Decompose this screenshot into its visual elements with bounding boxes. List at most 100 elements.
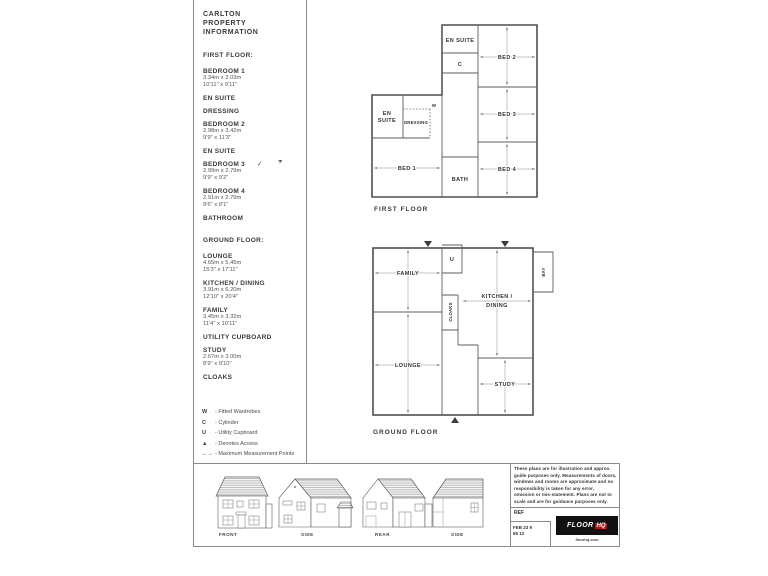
elevation-rear	[362, 478, 433, 528]
room-entry: FAMILY 3.45m x 3.32m 11'4" x 10'11"	[203, 307, 306, 328]
room-entry: BATHROOM	[203, 215, 306, 222]
elevation-captions: FRONT SIDE REAR SIDE	[219, 532, 463, 537]
room-name: BEDROOM 1	[203, 68, 246, 75]
room-entry: CLOAKS	[203, 374, 306, 381]
elevation-caption-rear: REAR	[375, 532, 390, 537]
room-label-bed1: BED 1	[398, 166, 416, 172]
section-heading-first-floor: FIRST FLOOR:	[203, 52, 254, 59]
first-floor-walls	[371, 24, 538, 198]
room-name: FAMILY	[203, 307, 229, 314]
room-label-family: FAMILY	[397, 271, 419, 277]
room-dim-imperial: 12'10" x 20'4"	[203, 294, 239, 300]
room-label-cylinder: C	[458, 62, 462, 68]
logo-subtext: floorhq.com	[575, 537, 599, 542]
disclaimer-line: These plans are for illustration and app…	[514, 466, 611, 471]
room-label-bed2: BED 2	[498, 55, 516, 61]
access-triangle-icon	[501, 241, 509, 247]
sheet-title-line: CARLTON	[203, 11, 241, 18]
room-entry: BEDROOM 1 3.34m x 3.03m 10'11" x 9'11"	[203, 68, 306, 89]
room-entry: BEDROOM 2 2.98m x 3.42m 9'9" x 11'3"	[203, 121, 306, 142]
legend-row: ←→- Maximum Measurement Points	[202, 449, 294, 460]
pen-mark-tick: ✓	[256, 160, 264, 169]
room-dim-metric: 3.34m x 3.03m	[203, 75, 242, 81]
room-name: UTILITY CUPBOARD	[203, 334, 272, 341]
ground-floor-measure-arrows	[375, 250, 531, 413]
legend-label: - Maximum Measurement Points	[215, 451, 295, 457]
room-name: STUDY	[203, 347, 227, 354]
legend-label: - Fitted Wardrobes	[215, 409, 261, 415]
elevation-caption-side: SIDE	[301, 532, 314, 537]
utility-cupboard-label: U	[450, 257, 454, 263]
room-dim-metric: 2.98m x 3.42m	[203, 128, 242, 134]
room-dim-metric: 3.91m x 6.20m	[203, 287, 242, 293]
plan-legend: W - Fitted Wardrobes C - Cylinder U- Utili…	[202, 407, 294, 460]
room-dim-imperial: 11'4" x 10'11"	[203, 321, 238, 327]
elevation-front	[215, 476, 273, 529]
elevation-side-2	[432, 478, 484, 528]
room-entry: BEDROOM 4 2.91m x 2.79m 9'6" x 9'1"	[203, 188, 306, 209]
legend-symbol-cylinder: C	[202, 419, 206, 426]
room-schedule-panel: CARLTON PROPERTY INFORMATION FIRST FLOOR…	[193, 0, 307, 463]
disclaimer-text: These plans are for illustration and app…	[514, 466, 617, 506]
room-dim-imperial: 9'9" x 11'3"	[203, 135, 232, 141]
elevations-drawing: FRONT SIDE REAR SIDE	[215, 476, 484, 537]
elevations-strip	[193, 463, 620, 547]
section-heading-ground-floor: GROUND FLOOR:	[203, 237, 264, 244]
room-label-bed3: BED 3	[498, 112, 516, 118]
footer-divider-line	[510, 507, 620, 508]
room-name: KITCHEN / DINING	[203, 280, 265, 287]
room-dim-imperial: 8'9" x 9'10"	[203, 361, 232, 367]
legend-symbol-wardrobe: W	[202, 409, 208, 415]
room-entry: KITCHEN / DINING 3.91m x 6.20m 12'10" x …	[203, 280, 306, 301]
first-floor-measure-arrows	[374, 27, 535, 195]
disclaimer-line: windows and rooms are approximate and no	[514, 479, 614, 485]
room-dim-metric: 2.91m x 2.79m	[203, 195, 242, 201]
room-schedule-content: CARLTON PROPERTY INFORMATION FIRST FLOOR…	[194, 0, 306, 381]
access-triangle-icon	[451, 417, 459, 423]
room-label-study: STUDY	[495, 382, 516, 388]
room-dim-imperial: 10'11" x 9'11"	[203, 82, 238, 88]
room-dim-metric: 2.67m x 3.00m	[203, 354, 242, 360]
room-name: BEDROOM 4	[203, 188, 246, 195]
ground-floor-plan: FAMILY U KITCHEN / DINING BAY CLOAKS LOU…	[372, 241, 554, 423]
room-entry: EN SUITE	[203, 148, 306, 155]
legend-row: W - Fitted Wardrobes	[202, 407, 294, 418]
legend-row: C - Cylinder	[202, 418, 294, 429]
room-entry: LOUNGE 4.65m x 5.45m 15'3" x 17'11"	[203, 253, 306, 274]
room-dim-metric: 2.99m x 2.79m	[203, 168, 242, 174]
elevation-caption-front: FRONT	[219, 532, 237, 537]
room-name: BEDROOM 2	[203, 121, 246, 128]
room-dim-imperial: 9'6" x 9'1"	[203, 202, 229, 208]
legend-symbol-measure-arrows-icon: ←→	[202, 451, 213, 457]
room-entry: STUDY 2.67m x 3.00m 8'9" x 9'10"	[203, 347, 306, 368]
first-floor-plan-caption: FIRST FLOOR	[374, 206, 429, 213]
room-name: CLOAKS	[203, 374, 233, 381]
disclaimer-line: scale and are for guidance purposes only…	[514, 498, 608, 504]
room-name: EN SUITE	[203, 95, 236, 102]
room-dim-imperial: 15'3" x 17'11"	[203, 267, 238, 273]
ground-floor-room-labels: FAMILY U KITCHEN / DINING BAY CLOAKS LOU…	[394, 256, 547, 389]
room-label-bay: BAY	[541, 267, 546, 276]
room-name: EN SUITE	[203, 148, 236, 155]
room-label-bath: BATH	[452, 177, 468, 183]
elevation-side	[278, 478, 354, 528]
legend-label: - Utility Cupboard	[215, 430, 258, 436]
disclaimer-line: omission or mis-statement. Plans are not…	[514, 492, 612, 498]
room-label-kitchen: KITCHEN /	[481, 294, 512, 300]
room-label-dining: DINING	[486, 303, 508, 309]
room-name: BATHROOM	[203, 215, 244, 222]
legend-row: ▲- Denotes Access	[202, 439, 294, 450]
legend-label: - Cylinder	[215, 419, 239, 426]
room-name: LOUNGE	[203, 253, 233, 260]
room-entry: DRESSING	[203, 108, 306, 115]
legend-label: - Denotes Access	[215, 440, 258, 447]
room-label-en-suite-left: EN	[383, 111, 391, 117]
room-dim-imperial: 9'9" x 9'2"	[203, 175, 229, 181]
room-label-en-suite-top: EN SUITE	[446, 38, 475, 44]
room-name: BEDROOM 3	[203, 161, 246, 168]
legend-row: U- Utility Cupboard	[202, 428, 294, 439]
room-entry: BEDROOM 3 2.99m x 2.79m 9'9" x 9'2"	[203, 161, 306, 182]
access-triangle-icon	[424, 241, 432, 247]
logo-hq-badge: HQ	[595, 522, 607, 529]
